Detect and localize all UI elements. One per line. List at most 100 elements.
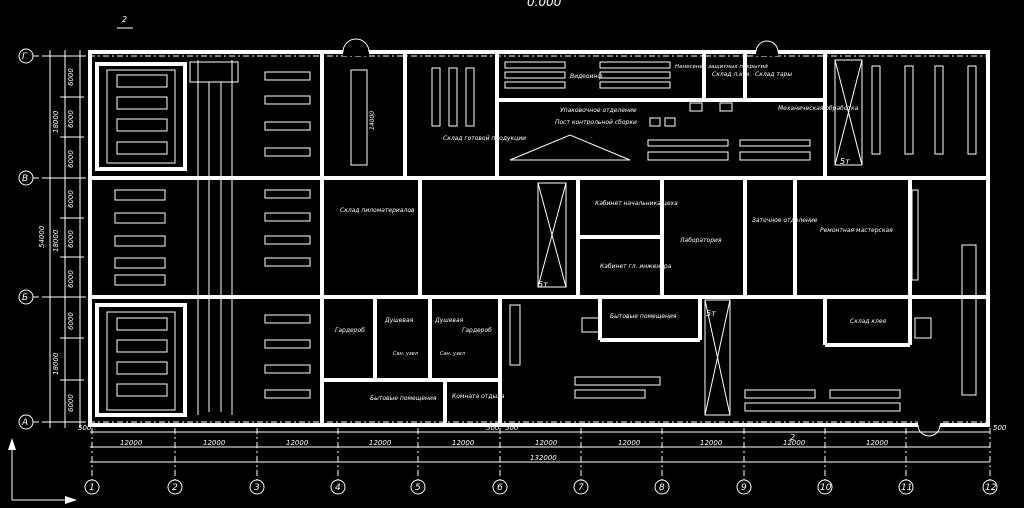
dim-left-11: 6000: [67, 394, 75, 412]
crane-bay-mid: [537, 182, 567, 288]
dim-bottom-11: 12000: [783, 439, 806, 447]
room-packing: Упаковочное отделение: [560, 107, 637, 114]
dim-left-8: 6000: [67, 270, 75, 288]
room-video: Видеоинф: [570, 73, 602, 80]
svg-text:9: 9: [741, 483, 747, 493]
door-arc-3: [917, 424, 941, 437]
mech-equipment: [647, 102, 811, 161]
door-arc-1: [342, 38, 370, 53]
dim-14000: 14000: [369, 111, 376, 130]
dim-left-2: 6000: [67, 110, 75, 128]
conveyor-store: [350, 69, 368, 166]
svg-text:10: 10: [820, 483, 832, 493]
crane-capacity-2: 5т: [538, 280, 548, 289]
room-wardrobe-2: Гардероб: [462, 327, 492, 334]
room-lab: Лаборатория: [679, 237, 722, 244]
axis-label-a: А: [21, 418, 28, 428]
dim-bottom-10: 12000: [700, 439, 723, 447]
dim-left-4: 6000: [67, 150, 75, 168]
dim-left-1: 6000: [67, 68, 75, 86]
door-top-2: [756, 44, 778, 56]
axis-letters: Г В Б А: [18, 48, 34, 430]
dim-bottom-0: 500: [78, 424, 92, 432]
svg-text:8: 8: [659, 483, 665, 493]
room-tare-store: Склад тары: [755, 71, 792, 78]
room-finished-store: Склад готовой продукции: [443, 135, 526, 142]
outer-wall: [88, 50, 990, 427]
axis-label-g: Г: [22, 52, 28, 62]
axis-lines-vertical: [91, 428, 991, 480]
top-elevation-label: 0.000: [527, 0, 562, 9]
dim-left-3: 18000: [52, 110, 60, 133]
section-mark-top: 2: [122, 15, 127, 24]
left-dimension-chain: 6000 6000 18000 6000 6000 54000 18000 60…: [38, 50, 84, 428]
dim-bottom-9: 12000: [618, 439, 641, 447]
door-bottom: [918, 421, 940, 433]
crane-capacity-3: 5т: [706, 309, 716, 318]
room-repair: Ремонтная мастерская: [820, 227, 893, 234]
room-lumber-store: Склад пиломатериалов: [340, 207, 415, 214]
production-lines: [509, 304, 932, 412]
dim-total: 132000: [530, 454, 557, 462]
door-top-1: [343, 44, 369, 56]
room-head-office: Кабинет начальника цеха: [595, 200, 678, 207]
dim-left-total: 54000: [38, 225, 46, 248]
dim-bottom-6: 500: [486, 424, 500, 432]
svg-text:7: 7: [578, 483, 584, 493]
room-rest: Комната отдыха: [452, 393, 505, 400]
dim-bottom-12: 12000: [866, 439, 889, 447]
crane-capacity-1: 5т: [840, 157, 850, 166]
room-wc-1: Сан. узел: [393, 351, 419, 357]
room-household-2: Бытовые помещения: [610, 313, 677, 320]
room-shower-1: Душевая: [384, 317, 414, 324]
dim-left-9: 6000: [67, 312, 75, 330]
room-mech: Механическая обработка: [778, 105, 859, 112]
dim-bottom-7: 500: [505, 424, 519, 432]
room-glue-store: Склад клея: [850, 318, 887, 325]
svg-text:12: 12: [985, 483, 997, 493]
dim-bottom-1: 12000: [120, 439, 143, 447]
drying-chambers: [95, 62, 187, 417]
dim-left-6: 18000: [52, 229, 60, 252]
dim-left-5: 6000: [67, 190, 75, 208]
room-paint-store: Склад л.к.м.: [712, 71, 751, 78]
section-mark-bottom: 2: [790, 433, 795, 442]
dim-bottom-3: 12000: [286, 439, 309, 447]
svg-text:3: 3: [254, 483, 260, 493]
lumber-stacks: [114, 71, 311, 399]
coating-line: [504, 61, 671, 89]
dim-left-10: 18000: [52, 352, 60, 375]
rail-tracks: [189, 60, 239, 415]
dim-bottom-5: 12000: [452, 439, 475, 447]
bench-repair: [911, 189, 919, 281]
room-wardrobe-1: Гардероб: [335, 327, 365, 334]
axis-numbers: 1 2 3 4 5 6 7 8 9 10 11 12: [84, 479, 998, 495]
finished-racks: [431, 67, 475, 127]
conveyor-right: [961, 244, 977, 396]
room-engineer-office: Кабинет гл. инженера: [600, 263, 672, 270]
svg-text:1: 1: [89, 483, 95, 493]
crane-bay-bottom: [704, 299, 731, 416]
room-control-post: Пост контрольной сборки: [555, 119, 637, 126]
room-shower-2: Душевая: [434, 317, 464, 324]
svg-text:4: 4: [335, 483, 341, 493]
dim-bottom-13: 500: [993, 424, 1007, 432]
bottom-dimension-chain: [90, 431, 990, 463]
axis-label-b: Б: [22, 293, 28, 303]
axis-label-v: В: [22, 174, 28, 184]
svg-text:2: 2: [172, 483, 178, 493]
dim-bottom-8: 12000: [535, 439, 558, 447]
room-sharpening: Заточное отделение: [752, 217, 818, 224]
dim-bottom-2: 12000: [203, 439, 226, 447]
crane-bay-top: [834, 59, 977, 166]
dim-bottom-4: 12000: [369, 439, 392, 447]
door-arc-2: [755, 40, 779, 53]
dim-left-7: 6000: [67, 230, 75, 248]
ucs-icon: [8, 438, 77, 504]
truss-assembly: [509, 134, 631, 161]
svg-text:5: 5: [415, 483, 421, 493]
room-household-1: Бытовые помещения: [370, 395, 437, 402]
room-wc-2: Сан. узел: [440, 351, 466, 357]
